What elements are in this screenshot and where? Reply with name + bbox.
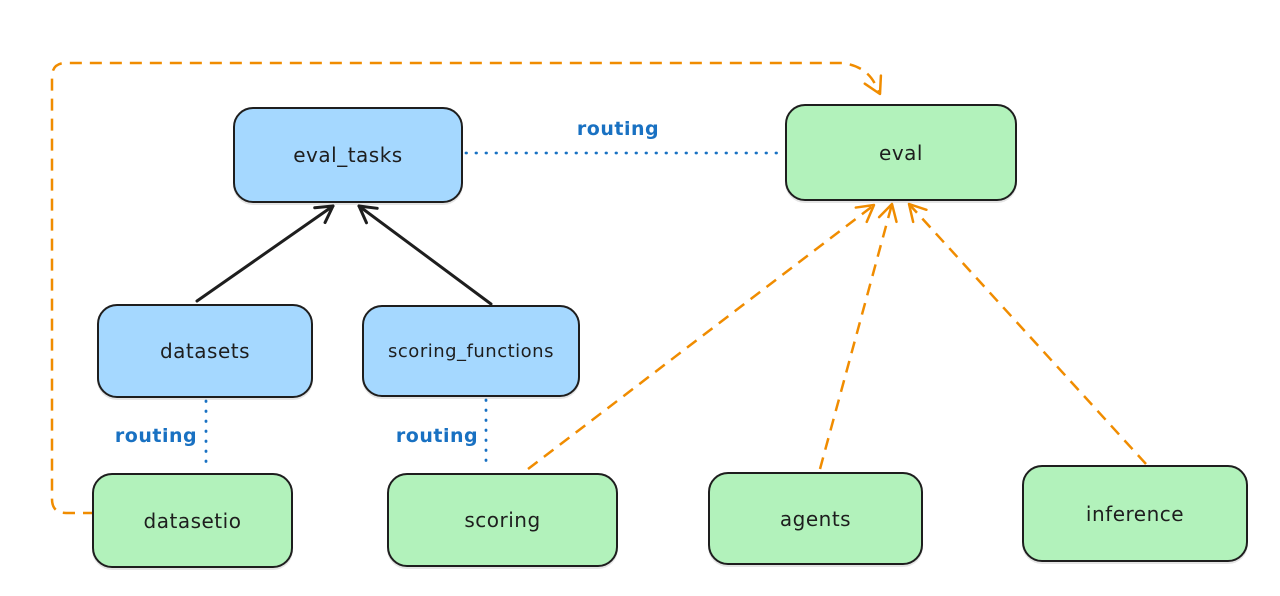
node-scoring-functions-label: scoring_functions <box>388 340 554 362</box>
edge-scoring-functions-to-eval-tasks <box>357 204 493 306</box>
edge-label-routing-eval-tasks-eval: routing <box>576 118 660 140</box>
node-agents[interactable]: agents <box>708 472 923 565</box>
node-eval[interactable]: eval <box>785 104 1017 201</box>
node-datasetio[interactable]: datasetio <box>92 473 293 568</box>
node-inference[interactable]: inference <box>1022 465 1248 562</box>
node-agents-label: agents <box>779 506 852 531</box>
edge-agents-to-eval-dashed <box>818 202 898 470</box>
node-eval-tasks[interactable]: eval_tasks <box>233 107 463 203</box>
node-datasets-label: datasets <box>159 339 251 363</box>
node-scoring[interactable]: scoring <box>387 473 618 567</box>
node-eval-label: eval <box>879 140 923 165</box>
node-datasets[interactable]: datasets <box>97 304 313 398</box>
edge-datasets-to-eval-tasks <box>195 204 335 303</box>
edge-label-routing-datasets-datasetio: routing <box>114 425 198 447</box>
node-datasetio-label: datasetio <box>143 508 242 533</box>
node-scoring-label: scoring <box>464 508 541 532</box>
edge-datasetio-to-eval-dashed <box>50 61 883 515</box>
edge-label-routing-scoring-functions-scoring: routing <box>395 425 479 447</box>
node-inference-label: inference <box>1085 501 1185 526</box>
node-eval-tasks-label: eval_tasks <box>293 143 403 167</box>
node-scoring-functions[interactable]: scoring_functions <box>362 305 580 397</box>
edge-inference-to-eval-dashed <box>907 202 1147 465</box>
edge-scoring-to-eval-dashed <box>527 203 876 470</box>
